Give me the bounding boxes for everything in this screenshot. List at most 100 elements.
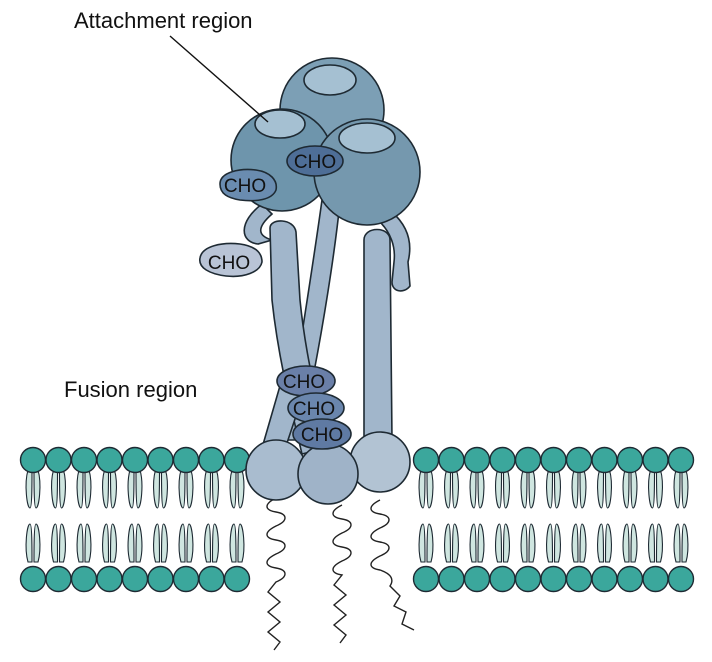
lipid-head [463,565,491,593]
cho-group-top: CHO [286,145,344,177]
lipid-bilayer [19,446,695,593]
lipid-tail [444,523,459,563]
lipid-tail [127,469,143,509]
cho-group-fusion-1: CHO [276,365,336,397]
lipid-tail [520,469,536,509]
head-back-cap [303,64,357,96]
lipid-head [223,565,251,593]
lipid-head [642,446,669,474]
anchor-left [245,439,307,501]
lipid-tail [204,523,219,563]
lipid-head [514,565,542,593]
attachment-leader-line [169,35,269,123]
lipid-head [616,446,644,474]
cho-group-left-lower: CHO [199,242,263,278]
lipid-head [412,446,440,474]
lipid-head [147,565,174,593]
tail-left [266,497,286,651]
lipid-tail [178,523,194,563]
lipid-head [540,565,567,593]
lipid-head [70,446,98,474]
lipid-tail [76,469,92,509]
lipid-tail [418,469,434,509]
lipid-tail [597,469,612,509]
lipid-tail [622,523,638,563]
lipid-tail [469,523,485,563]
lipid-head [96,446,123,474]
lipid-head [19,446,47,474]
lipid-tail [495,469,510,509]
lipid-head [667,446,695,474]
attachment-region-label: Attachment region [74,8,253,33]
head-left-cap [254,109,306,139]
fusion-region-label: Fusion region [64,377,197,402]
lipid-head [70,565,98,593]
anchor-right [349,431,411,493]
lipid-head [514,446,542,474]
cho-label: CHO [301,425,343,446]
lipid-head [463,446,491,474]
lipid-tail [444,469,459,509]
lipid-tail [102,469,117,509]
lipid-head [147,446,174,474]
lipid-head [172,446,200,474]
lipid-tail [571,523,587,563]
cho-label: CHO [294,152,336,173]
lipid-head [616,565,644,593]
lipid-tail [418,523,434,563]
lipid-tail [648,523,663,563]
lipid-head [591,565,618,593]
lipid-tail [673,469,689,509]
lipid-tail [546,523,561,563]
lipid-tail [546,469,561,509]
lipid-head [565,446,593,474]
lipid-tail [178,469,194,509]
lipid-head [489,446,516,474]
lipid-head [412,565,440,593]
cho-label: CHO [293,399,335,420]
lipid-tail [51,469,66,509]
lipid-head [19,565,47,593]
cho-label: CHO [283,372,325,393]
lipid-tail [597,523,612,563]
lipid-tail [127,523,143,563]
lipid-tail [495,523,510,563]
lipid-head [121,446,149,474]
stalk-right [363,228,393,441]
lipid-tail [229,523,245,563]
anchor-middle [297,443,359,505]
lipid-head [438,446,465,474]
lipid-tail [76,523,92,563]
lipid-head [45,565,72,593]
lipid-tail [520,523,536,563]
lipid-tail [25,469,41,509]
lipid-head [96,565,123,593]
lipid-tail [51,523,66,563]
cho-groups: CHO CHO CHO CHO CHO CHO [199,145,352,450]
lipid-head [198,446,225,474]
lipid-head [45,446,72,474]
lipid-head [121,565,149,593]
lipid-tail [571,469,587,509]
lipid-head [540,446,567,474]
lipid-tail [229,469,245,509]
anchor-spheres [245,431,411,505]
cho-label: CHO [208,253,250,274]
lipid-head [591,446,618,474]
lipid-head [667,565,695,593]
lipid-tail [153,523,168,563]
lipid-tail [204,469,219,509]
cho-group-left-upper: CHO [219,168,278,202]
head-right-cap [338,122,396,154]
lipid-tail [469,469,485,509]
lipid-tail [153,469,168,509]
connector-left [243,202,275,245]
lipid-tail [25,523,41,563]
lipid-tail [102,523,117,563]
lipid-head [565,565,593,593]
lipid-tail [648,469,663,509]
lipid-tail [673,523,689,563]
cho-group-fusion-2: CHO [287,392,345,424]
lipid-head [642,565,669,593]
